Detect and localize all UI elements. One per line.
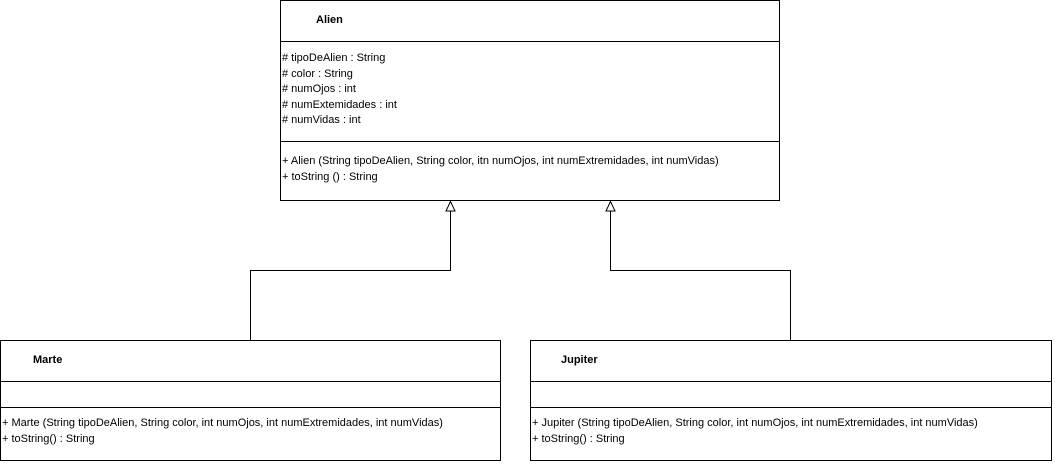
- alien-attributes-divider: [281, 141, 779, 142]
- jupiter-operation[interactable]: + Jupiter (String tipoDeAlien, String co…: [532, 417, 978, 429]
- jupiter-generalization-arrowhead: [605, 200, 616, 212]
- alien-attribute[interactable]: # color : String: [282, 67, 353, 80]
- jupiter-attributes-divider: [531, 407, 1051, 408]
- alien-operation[interactable]: + Alien (String tipoDeAlien, String colo…: [282, 155, 719, 167]
- jupiter-class-name: Jupiter: [561, 354, 598, 366]
- marte-operation[interactable]: + toString() : String: [2, 432, 95, 445]
- marte-class-name: Marte: [33, 354, 63, 366]
- marte-attributes-divider: [1, 407, 500, 408]
- jupiter-class[interactable]: Jupiter + Jupiter (String tipoDeAlien, S…: [530, 340, 1052, 461]
- jupiter-operation[interactable]: + toString() : String: [532, 432, 625, 445]
- marte-generalization-arrowhead: [445, 200, 456, 212]
- alien-operations: + Alien (String tipoDeAlien, String colo…: [282, 154, 777, 185]
- marte-name-divider: [1, 381, 500, 382]
- marte-class[interactable]: Marte + Marte (String tipoDeAlien, Strin…: [0, 340, 501, 461]
- alien-attribute[interactable]: # numVidas : int: [282, 114, 361, 126]
- marte-operations: + Marte (String tipoDeAlien, String colo…: [2, 416, 498, 447]
- alien-class-name: Alien: [316, 14, 343, 26]
- alien-class[interactable]: Alien # tipoDeAlien : String # color : S…: [280, 0, 780, 201]
- alien-attribute[interactable]: # tipoDeAlien : String: [282, 52, 386, 64]
- alien-operation[interactable]: + toString () : String: [282, 170, 378, 183]
- alien-name-divider: [281, 41, 779, 42]
- jupiter-name-divider: [531, 381, 1051, 382]
- jupiter-operations: + Jupiter (String tipoDeAlien, String co…: [532, 416, 1049, 447]
- alien-attribute[interactable]: # numOjos : int: [282, 83, 356, 95]
- marte-generalization-edge[interactable]: [250, 211, 451, 340]
- alien-attributes: # tipoDeAlien : String # color : String …: [282, 51, 777, 129]
- alien-attribute[interactable]: # numExtemidades : int: [282, 98, 397, 111]
- jupiter-generalization-edge[interactable]: [610, 211, 791, 340]
- marte-operation[interactable]: + Marte (String tipoDeAlien, String colo…: [2, 417, 443, 429]
